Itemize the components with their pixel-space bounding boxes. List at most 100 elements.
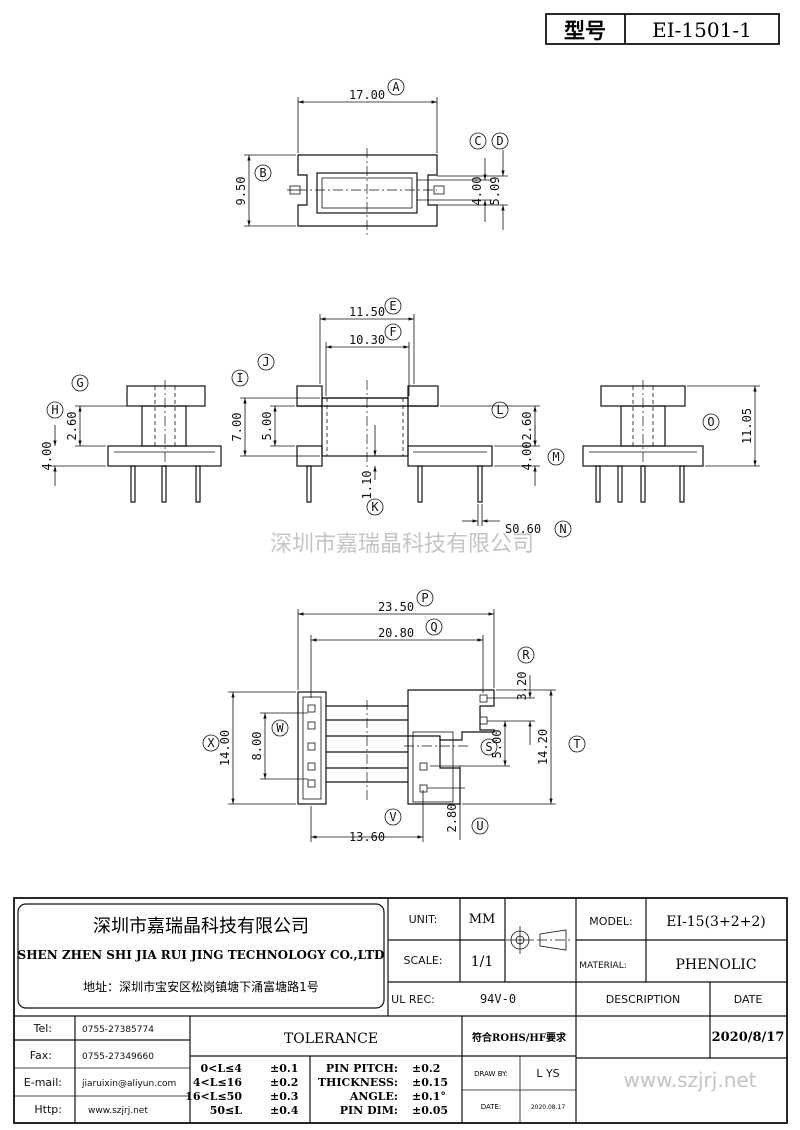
- dim-bubble-i: I: [231, 369, 249, 387]
- dimension-bubbles: A B C D E F G H I J K L M N O P Q R S T …: [46, 78, 720, 835]
- dim-value-o: 11.05: [740, 408, 754, 444]
- dim-bubble-w: W: [271, 719, 289, 737]
- dim-bubble-x: X: [202, 734, 220, 752]
- label-text: L: [496, 403, 503, 417]
- date-value: 2020/8/17: [712, 1030, 785, 1045]
- dim-value-l: 2.60: [520, 412, 534, 441]
- label-text: X: [207, 736, 215, 750]
- tolerance-title: TOLERANCE: [284, 1031, 378, 1047]
- front-view-left: [50, 380, 222, 503]
- dim-value-g: 2.60: [65, 412, 79, 441]
- tol-value-3: ±0.3: [270, 1090, 298, 1103]
- dim-bubble-t: T: [568, 735, 586, 753]
- unit-label: UNIT:: [409, 913, 438, 926]
- label-text: D: [496, 134, 503, 148]
- company-name-en: SHEN ZHEN SHI JIA RUI JING TECHNOLOGY CO…: [18, 948, 385, 962]
- date-small-value: 2020.08.17: [531, 1104, 566, 1111]
- model-header: 型号 EI-1501-1: [545, 13, 780, 45]
- label-text: G: [76, 376, 83, 390]
- scale-value: 1/1: [471, 954, 494, 970]
- contact-value-email: jiaruixin@aliyun.com: [81, 1079, 176, 1089]
- tol-value-4: ±0.4: [270, 1104, 299, 1117]
- model-value: EI-15(3+2+2): [666, 914, 765, 930]
- dim-bubble-b: B: [254, 164, 272, 182]
- dim-bubble-j: J: [257, 353, 275, 371]
- front-view-center: [240, 314, 540, 526]
- dim-value-c: 4.00: [470, 177, 484, 206]
- contact-label-tel: Tel:: [33, 1022, 52, 1035]
- side-view: [582, 380, 760, 503]
- scale-label: SCALE:: [404, 954, 443, 967]
- dim-bubble-v: V: [384, 808, 402, 826]
- title-block: 深圳市嘉瑞晶科技有限公司 SHEN ZHEN SHI JIA RUI JING …: [13, 897, 788, 1124]
- dim-value-r: 3.20: [515, 672, 529, 701]
- dim-value-m: 4.00: [520, 442, 534, 471]
- dim-value-k: 1.10: [360, 471, 374, 500]
- dim-bubble-e: E: [384, 297, 402, 315]
- spec-value-2: ±0.15: [412, 1076, 448, 1089]
- label-text: Q: [430, 620, 437, 634]
- dim-bubble-k: K: [366, 498, 384, 516]
- tol-range-1: 0<L≤4: [201, 1062, 243, 1075]
- dim-bubble-r: R: [517, 646, 535, 664]
- dim-value-h: 4.00: [40, 442, 54, 471]
- tol-range-3: 16<L≤50: [185, 1090, 242, 1103]
- contact-label-fax: Fax:: [30, 1049, 52, 1062]
- label-text: P: [421, 591, 428, 605]
- dim-bubble-n: N: [554, 520, 572, 538]
- label-text: N: [559, 522, 566, 536]
- label-text: R: [522, 648, 530, 662]
- dim-bubble-l: L: [491, 401, 509, 419]
- label-text: J: [262, 355, 269, 369]
- dim-bubble-a: A: [387, 78, 405, 96]
- label-text: I: [236, 371, 243, 385]
- dim-value-d: 5.09: [488, 177, 502, 206]
- dim-bubble-g: G: [71, 374, 89, 392]
- dim-value-s: 5.00: [490, 730, 504, 759]
- spec-label-4: PIN DIM:: [340, 1104, 398, 1117]
- date-small-label: DATE:: [481, 1103, 502, 1111]
- dim-value-e: 11.50: [349, 305, 385, 319]
- label-text: W: [276, 721, 284, 735]
- dim-bubble-c: C: [469, 132, 487, 150]
- material-value: PHENOLIC: [675, 957, 756, 973]
- label-text: H: [51, 403, 58, 417]
- dim-bubble-u: U: [471, 817, 489, 835]
- dim-value-q: 20.80: [378, 626, 414, 640]
- description-label: DESCRIPTION: [606, 993, 680, 1006]
- dim-bubble-q: Q: [425, 618, 443, 636]
- label-text: B: [259, 166, 266, 180]
- spec-value-4: ±0.05: [412, 1104, 448, 1117]
- spec-label-2: THICKNESS:: [318, 1076, 398, 1089]
- dim-value-u: 2.80: [445, 804, 459, 833]
- label-text: E: [389, 299, 396, 313]
- contact-label-http: Http:: [34, 1103, 62, 1116]
- projection-symbol-icon: [506, 926, 570, 954]
- spec-label-1: PIN PITCH:: [326, 1062, 398, 1075]
- company-address: 地址：深圳市宝安区松岗镇塘下涌富塘路1号: [83, 979, 319, 994]
- unit-value: MM: [469, 912, 496, 927]
- company-name-cn: 深圳市嘉瑞晶科技有限公司: [93, 916, 309, 937]
- dim-value-a: 17.00: [349, 88, 385, 102]
- label-text: C: [474, 134, 481, 148]
- spec-value-3: ±0.1°: [412, 1090, 446, 1103]
- contact-label-email: E-mail:: [24, 1076, 62, 1089]
- label-text: U: [476, 819, 483, 833]
- dim-value-i: 7.00: [230, 413, 244, 442]
- label-text: V: [389, 810, 396, 824]
- dim-bubble-d: D: [491, 132, 509, 150]
- bottom-view: [228, 609, 556, 842]
- dimension-values: 17.00 9.50 4.00 5.09 11.50 10.30 2.60 4.…: [40, 88, 754, 844]
- contact-value-http: www.szjrj.net: [88, 1106, 148, 1116]
- dim-value-b: 9.50: [234, 177, 248, 206]
- watermark-website: www.szjrj.net: [623, 1068, 756, 1092]
- dim-value-w: 8.00: [250, 732, 264, 761]
- dim-value-f: 10.30: [349, 333, 385, 347]
- contact-value-tel: 0755-27385774: [82, 1025, 154, 1035]
- dim-value-v: 13.60: [349, 830, 385, 844]
- label-text: A: [392, 80, 400, 94]
- dim-bubble-m: M: [547, 448, 565, 466]
- dim-value-n: S0.60: [505, 522, 541, 536]
- ul-value: 94V-0: [480, 992, 516, 1006]
- dim-bubble-p: P: [416, 589, 434, 607]
